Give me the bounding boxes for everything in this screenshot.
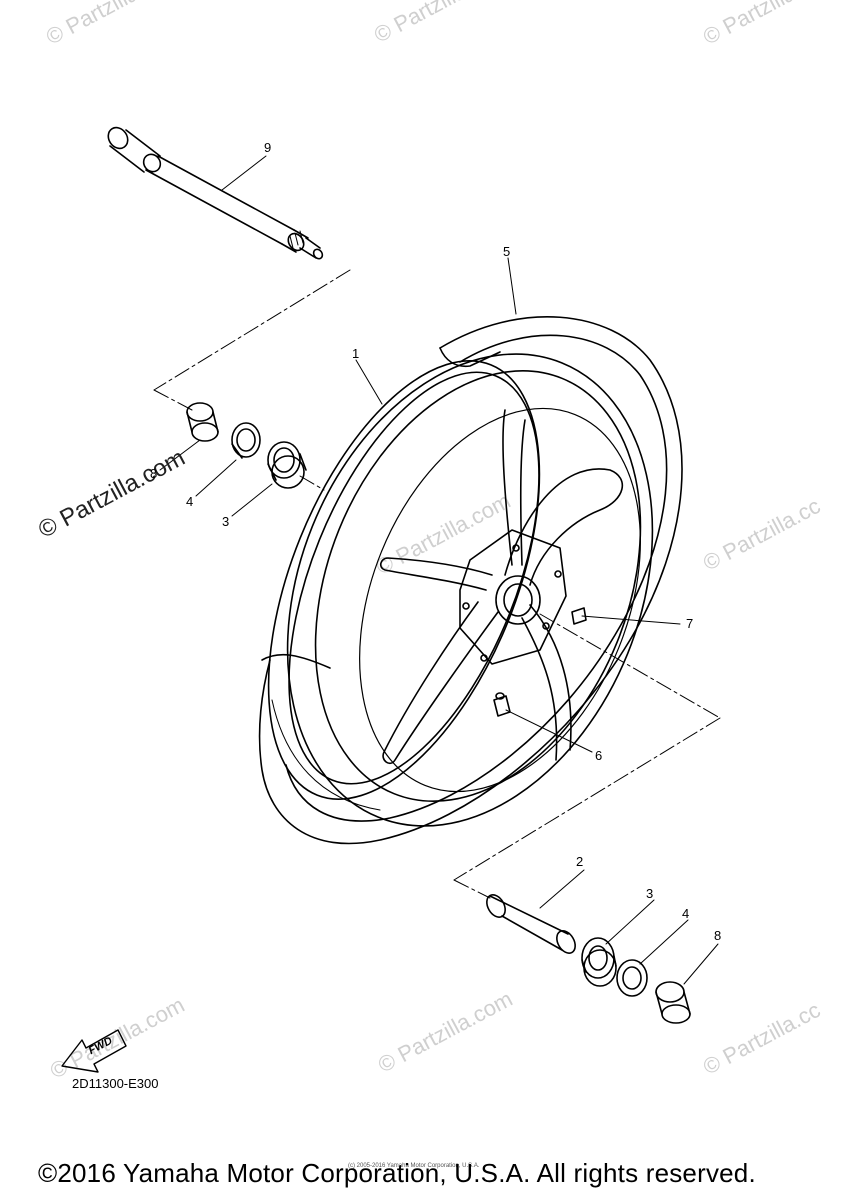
callout-8-left: 8 [150, 466, 158, 481]
callout-6: 6 [595, 748, 603, 763]
assembly-lines [153, 269, 721, 899]
collar-part-8-right [655, 981, 691, 1024]
bearing-part-3-left [267, 441, 307, 489]
callout-4-right: 4 [682, 906, 690, 921]
callout-9: 9 [264, 140, 272, 155]
axle-part-9 [107, 126, 324, 260]
rim-part-1 [267, 353, 654, 827]
callout-1: 1 [352, 346, 360, 361]
callout-2: 2 [576, 854, 584, 869]
collar-part-8-left [186, 402, 219, 442]
callout-7: 7 [686, 616, 694, 631]
fine-print: (c) 2005-2016 Yamaha Motor Corporation, … [348, 1163, 480, 1169]
fwd-arrow-icon [61, 1029, 127, 1073]
diagram-code: 2D11300-E300 [72, 1076, 159, 1091]
callout-3-right: 3 [646, 886, 654, 901]
spacer-part-2 [486, 894, 576, 954]
bearing-part-3-right [581, 937, 617, 987]
callout-3-left: 3 [222, 514, 230, 529]
callout-5: 5 [503, 244, 511, 259]
copyright-notice: ©2016 Yamaha Motor Corporation, U.S.A. A… [38, 1158, 756, 1188]
callout-4-left: 4 [186, 494, 194, 509]
callout-8-right: 8 [714, 928, 722, 943]
leader-lines [159, 155, 719, 985]
seal-part-4-right [616, 959, 648, 997]
seal-part-4-left [231, 422, 261, 459]
